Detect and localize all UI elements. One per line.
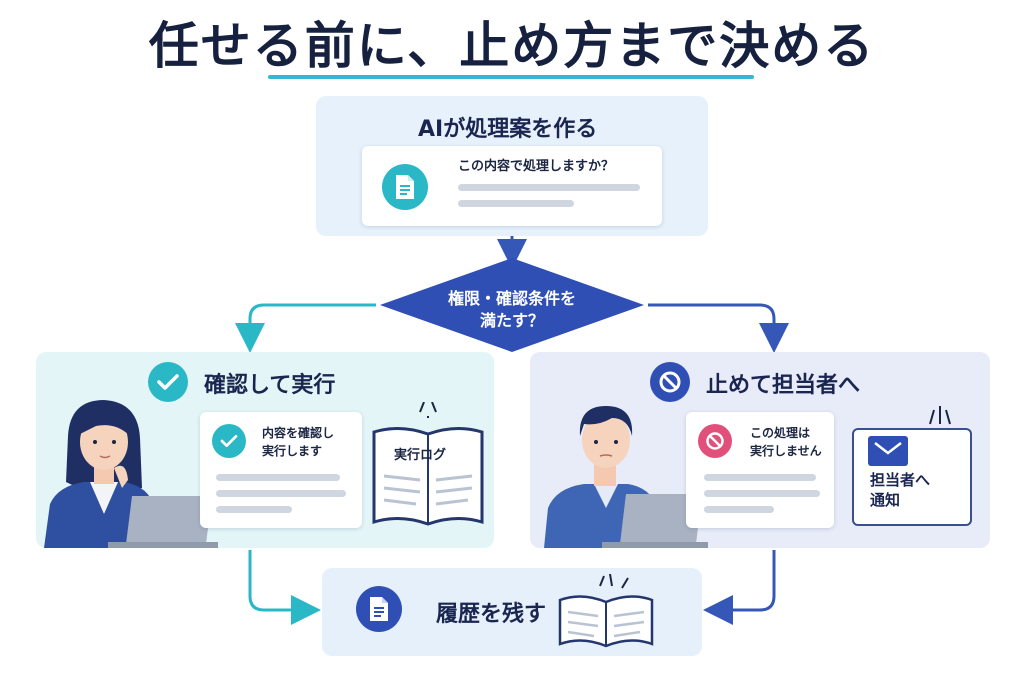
document-icon	[356, 586, 402, 632]
check-icon	[212, 424, 246, 458]
ai-proposal-title: AIが処理案を作る	[418, 117, 598, 142]
operator-man-illustration	[544, 406, 708, 548]
history-title: 履歴を残す	[436, 602, 547, 627]
placeholder-line	[216, 490, 346, 497]
stop-card-line-2: 実行しません	[750, 444, 822, 458]
execute-card-line-2: 実行します	[262, 444, 323, 458]
proposal-question: この内容で処理しますか？	[458, 159, 615, 174]
stop-card-line-1: この処理は	[750, 426, 811, 440]
confirm-execute-title: 確認して実行	[204, 373, 336, 398]
document-icon	[382, 164, 428, 210]
prohibited-icon	[650, 362, 690, 402]
page-title: 任せる前に、止め方まで決める	[148, 17, 876, 75]
stop-escalate-title: 止めて担当者へ	[706, 373, 861, 398]
placeholder-line	[704, 474, 816, 481]
placeholder-line	[704, 506, 774, 513]
arrow-left-to-bottom	[248, 550, 321, 625]
arrow-decision-to-right	[648, 303, 789, 353]
placeholder-line	[216, 506, 292, 513]
stop-card-text: この処理は 実行しません	[750, 424, 822, 460]
decision-line-2: 満たす？	[479, 311, 544, 330]
execute-card-line-1: 内容を確認し	[262, 426, 335, 440]
operator-woman-illustration	[44, 400, 218, 548]
placeholder-line	[458, 184, 640, 191]
sparkle-icon	[929, 406, 951, 425]
placeholder-line	[458, 200, 574, 207]
notify-line-2: 通知	[870, 491, 901, 509]
placeholder-line	[216, 474, 340, 481]
notify-line-1: 担当者へ	[870, 471, 931, 489]
decision-line-1: 権限・確認条件を	[447, 289, 576, 308]
notify-text: 担当者へ 通知	[870, 470, 930, 510]
execute-card-text: 内容を確認し 実行します	[262, 424, 334, 460]
prohibited-icon	[698, 424, 732, 458]
decision-diamond	[380, 258, 644, 352]
mail-icon	[868, 436, 908, 466]
placeholder-line	[704, 490, 820, 497]
execution-log-label: 実行ログ	[394, 448, 447, 463]
open-book-icon	[558, 574, 654, 648]
arrow-right-to-bottom	[703, 550, 776, 625]
title-underline	[268, 75, 754, 79]
decision-label: 権限・確認条件を 満たす？	[412, 288, 612, 332]
open-book-icon	[372, 402, 484, 526]
arrow-decision-to-left	[235, 303, 376, 353]
check-icon	[148, 362, 188, 402]
